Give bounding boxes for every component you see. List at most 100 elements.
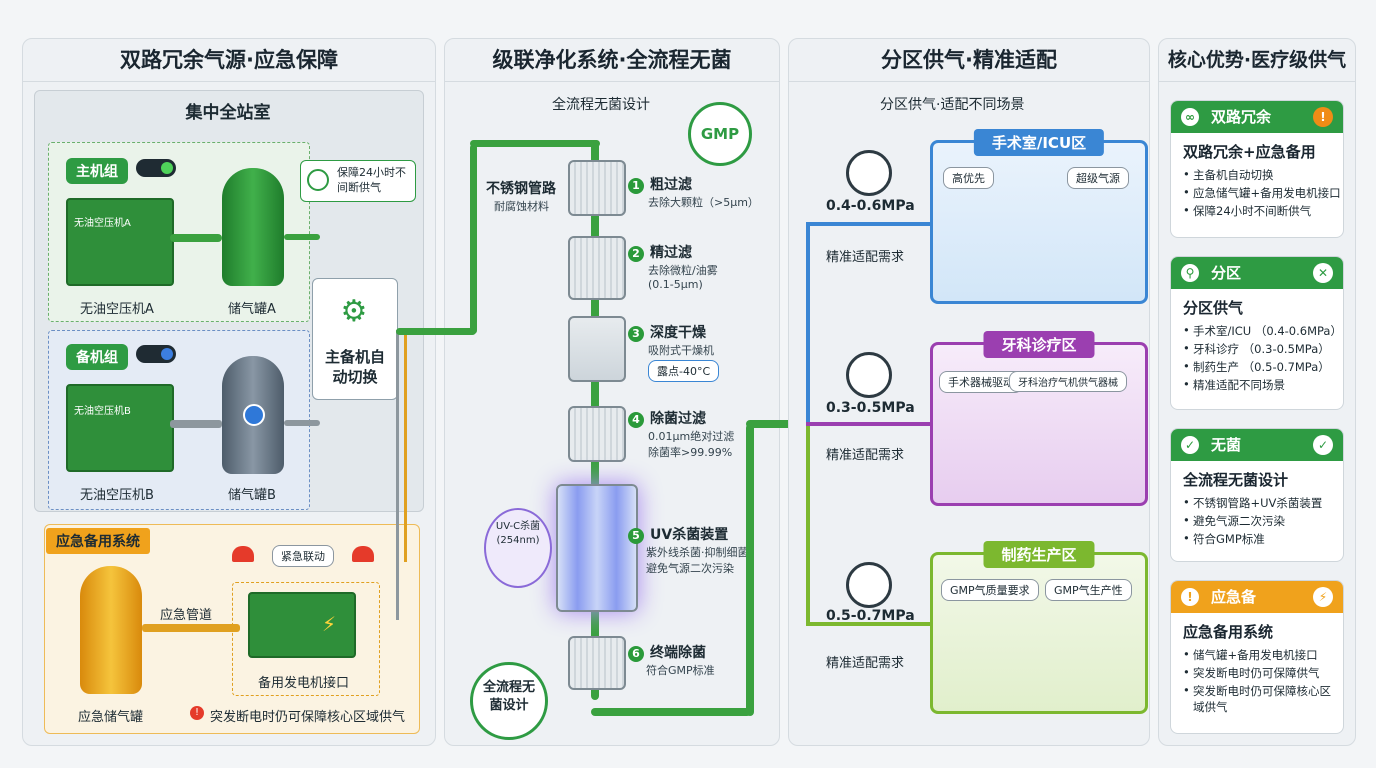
card-title: 分区供气 (1183, 299, 1244, 317)
step-4-desc: 0.01μm绝对过滤 (648, 430, 735, 443)
zone-icu: 手术室/ICU区 高优先 超级气源 (930, 129, 1148, 304)
panel-title: 核心优势·医疗级供气 (1159, 39, 1355, 82)
zone-dental-tag2: 牙科治疗气机供气器械 (1009, 371, 1127, 392)
card-item: 精准适配不同场景 (1171, 376, 1343, 394)
uv-label: UV-C杀菌 (254nm) (495, 521, 541, 546)
card-item: 突发断电时仍可保障供气 (1171, 664, 1343, 682)
card-redundancy: ∞双路冗余! 双路冗余+应急备用 主备机自动切换 应急储气罐+备用发电机接口 保… (1170, 100, 1344, 238)
step-3-desc: 吸附式干燥机 (648, 344, 714, 357)
gauge-icon (846, 352, 892, 398)
step-2-desc: 去除微粒/油雾 (648, 264, 718, 277)
panel-title: 双路冗余气源·应急保障 (23, 39, 435, 82)
tank-a (222, 168, 284, 286)
card-sterile: ✓无菌✓ 全流程无菌设计 不锈钢管路+UV杀菌装置 避免气源二次污染 符合GMP… (1170, 428, 1344, 562)
generator-area (232, 582, 380, 696)
backup-indicator (136, 345, 176, 363)
compressor-b-screen: 无油空压机B (74, 406, 131, 417)
sterile-badge-text: 全流程无菌设计 (482, 680, 535, 713)
step-2-desc2: (0.1-5μm) (648, 278, 703, 291)
link-icon: ∞ (1181, 108, 1199, 126)
pipe-main-out (284, 234, 320, 240)
card-title: 全流程无菌设计 (1183, 471, 1289, 489)
zone-3-demand: 精准适配需求 (826, 656, 905, 671)
tank-a-label: 储气罐A (228, 302, 276, 317)
out-pipe-riser (746, 424, 754, 716)
pipe-backup-out (284, 420, 320, 426)
filter-sterile (568, 406, 626, 462)
uv-unit (556, 484, 638, 612)
step-1-desc: 去除大颗粒（>5μm） (648, 196, 759, 209)
tank-b-label: 储气罐B (228, 488, 276, 503)
zone-1-pipe (806, 222, 930, 226)
gauge-icon (846, 562, 892, 608)
card-item: 应急储气罐+备用发电机接口 (1171, 184, 1343, 202)
main-supply-top (470, 140, 600, 147)
card-item: 制药生产 （0.5-0.7MPa） (1171, 358, 1343, 376)
clock-icon (307, 169, 329, 191)
shield-icon: ✓ (1181, 436, 1199, 454)
filter-fine (568, 236, 626, 300)
check-icon: ✓ (1313, 435, 1333, 455)
emergency-tag: 应急备用系统 (46, 528, 150, 554)
zone-dental: 牙科诊疗区 手术器械驱动 牙科治疗气机供气器械 (930, 331, 1148, 506)
gray-feed-line (396, 330, 399, 620)
card-title: 双路冗余+应急备用 (1183, 143, 1316, 161)
clock-note-text: 保障24小时不间断供气 (337, 166, 406, 194)
zone-2-pressure: 0.3-0.5MPa (826, 400, 915, 416)
tree-icon: ⚲ (1181, 264, 1199, 282)
card-item: 突发断电时仍可保障核心区域供气 (1171, 682, 1343, 716)
card-item: 保障24小时不间断供气 (1171, 202, 1343, 220)
out-pipe-top (746, 420, 808, 428)
alarm-label: 紧急联动 (272, 545, 334, 567)
zone-2-demand: 精准适配需求 (826, 448, 905, 463)
zone-icu-tag1: 高优先 (943, 167, 994, 189)
panel-title: 级联净化系统·全流程无菌 (445, 39, 779, 82)
warning-icon: ! (1181, 588, 1199, 606)
zone-manifold-blue (806, 224, 810, 422)
step-5-desc2: 避免气源二次污染 (646, 562, 734, 575)
step-5-desc: 紫外线杀菌·抑制细菌 (646, 546, 749, 559)
dew-point-badge: 露点-40°C (648, 360, 720, 382)
purify-subtitle: 全流程无菌设计 (552, 97, 650, 113)
zone-manifold-lime (806, 424, 810, 624)
card-item: 手术室/ICU （0.4-0.6MPa） (1171, 322, 1343, 340)
alert-icon: ! (1313, 107, 1333, 127)
backup-group-tag: 备机组 (66, 344, 128, 370)
emergency-tank (80, 566, 142, 694)
tools-icon: ✕ (1313, 263, 1333, 283)
compressor-b-label: 无油空压机B (80, 488, 154, 503)
alarm-icon-2 (352, 546, 374, 562)
pipe-label: 不锈钢管路 (486, 181, 556, 197)
card-title: 应急备用系统 (1183, 623, 1274, 641)
filter-terminal (568, 636, 626, 690)
orange-feed-line (404, 330, 407, 562)
out-pipe-bottom (591, 708, 751, 716)
card-head: ⚲分区✕ (1171, 257, 1343, 289)
sterile-badge: 全流程无菌设计 (470, 662, 548, 740)
emergency-note: 突发断电时仍可保障核心区域供气 (210, 710, 406, 725)
zone-pharma-tag2: GMP气生产性 (1045, 579, 1132, 601)
card-zoning: ⚲分区✕ 分区供气 手术室/ICU （0.4-0.6MPa） 牙科诊疗 （0.3… (1170, 256, 1344, 410)
card-head: !应急备⚡ (1171, 581, 1343, 613)
zone-3-pressure: 0.5-0.7MPa (826, 608, 915, 624)
gauge-icon (846, 150, 892, 196)
zone-pharma: 制药生产区 GMP气质量要求 GMP气生产性 (930, 541, 1148, 714)
zone-pharma-tag1: GMP气质量要求 (941, 579, 1039, 601)
filter-coarse (568, 160, 626, 216)
card-item: 储气罐+备用发电机接口 (1171, 646, 1343, 664)
uv-bubble: UV-C杀菌 (254nm) (484, 508, 552, 588)
gear-icon: ⚙ (340, 294, 368, 329)
emergency-pipe-label: 应急管道 (160, 608, 213, 623)
pipe-b (170, 420, 222, 428)
generator-label: 备用发电机接口 (258, 676, 350, 691)
zone-2-pipe (806, 422, 930, 426)
pipe-a (170, 234, 222, 242)
card-item: 主备机自动切换 (1171, 166, 1343, 184)
zone-icu-title: 手术室/ICU区 (973, 129, 1105, 156)
step-4-desc2: 除菌率>99.99% (648, 446, 733, 459)
